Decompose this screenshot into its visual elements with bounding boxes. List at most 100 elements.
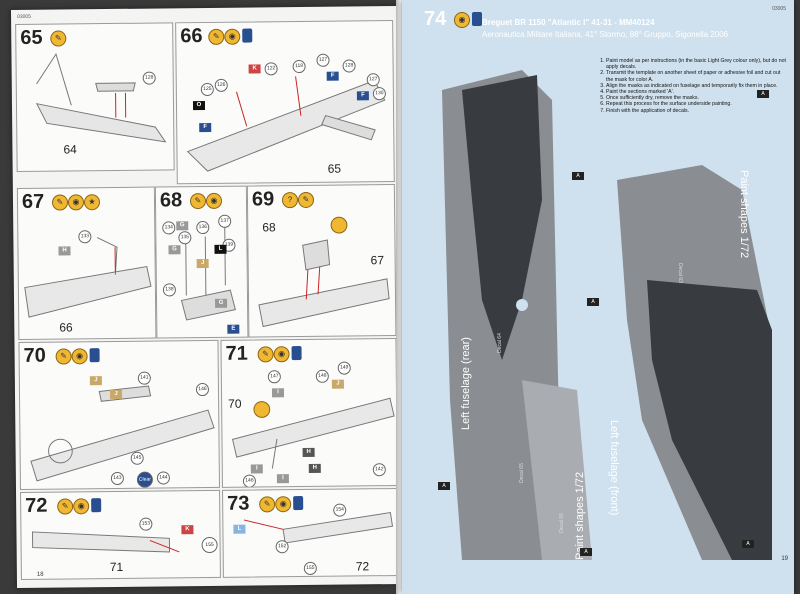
step-72: 72 ✎ ◉ 153 155 K 71 — [20, 489, 221, 580]
step-diagram — [186, 76, 386, 172]
paint-flag: G — [215, 298, 228, 308]
booklet-gutter — [396, 0, 406, 594]
sub-assembly-ref: 70 — [228, 396, 242, 411]
part-callout: 136 — [196, 220, 210, 235]
paint-flag: E — [227, 324, 240, 334]
page-code-left: 03005 — [17, 13, 31, 20]
paint-flag: H — [302, 447, 315, 458]
paint-flag: J — [331, 379, 344, 389]
instruction-list: Paint model as per instructions (in the … — [598, 58, 786, 114]
sub-assembly-ref: 71 — [109, 559, 124, 575]
sub-assembly-ref: 66 — [59, 320, 73, 335]
step-70: 70 ✎ ◉ 141 145 146 143 144 J J Clear — [18, 339, 220, 490]
color-a-marker: A — [587, 298, 599, 306]
page-number-right: 19 — [781, 556, 788, 562]
part-callout: 138 — [162, 283, 176, 297]
step-68: 68 ✎ ◉ 134 135 136 137 138 139 G G L J G… — [154, 185, 249, 339]
part-callout: 144 — [156, 471, 170, 485]
paint-flag: H — [308, 463, 321, 473]
step-diagram — [243, 511, 394, 544]
paint-flag: L — [214, 244, 227, 254]
page-code-right: 03005 — [772, 6, 786, 12]
part-callout: 130 — [372, 87, 386, 101]
decal-65-label: Decal 65 — [518, 463, 525, 483]
left-fuselage-front-label: Left fuselage (front) — [608, 420, 620, 516]
sub-assembly-ref: 64 — [63, 142, 77, 157]
part-callout: 118 — [292, 59, 306, 74]
instruction-item: Finish with the application of decals. — [606, 108, 786, 114]
color-a-marker: A — [580, 548, 592, 556]
part-callout: 126 — [214, 78, 228, 92]
step-diagram — [258, 216, 390, 328]
instruction-item: Once sufficiently dry, remove the masks. — [606, 95, 786, 101]
part-callout: 145 — [130, 451, 144, 465]
model-title: Breguet BR 1150 "Atlantic I" 41-31 - MM4… — [482, 18, 655, 27]
step-diagram — [35, 53, 167, 143]
paint-shapes-label-bottom: Paint shapes 1/72 — [574, 471, 586, 560]
paint-flag: J — [89, 376, 102, 386]
paint-flag: K — [248, 64, 261, 74]
step-diagram — [24, 237, 152, 318]
part-callout: 155 — [201, 536, 218, 554]
paint-flag: F — [199, 122, 212, 133]
clear-glue-icon: Clear — [136, 471, 153, 488]
paint-flag: F — [356, 91, 369, 101]
step-73: 73 ✎ ◉ 154 152 155 L 72 — [222, 488, 399, 578]
paint-flag: F — [326, 71, 339, 81]
paint-flag: J — [109, 389, 123, 400]
step-diagram — [32, 531, 180, 553]
decal-66-label: Decal 66 — [558, 513, 565, 533]
instruction-item: Repeat this process for the surface unde… — [606, 101, 786, 107]
step-diagram — [231, 397, 395, 469]
part-callout: 154 — [333, 503, 347, 517]
instruction-item: Paint the sections marked 'A'. — [606, 89, 786, 95]
paint-flag: I — [271, 388, 285, 398]
model-subtitle: Aeronautica Militare Italiana, 41° Storm… — [482, 30, 729, 39]
part-callout: 125 — [200, 82, 214, 97]
paint-flag: G — [176, 221, 189, 231]
part-callout: 148 — [315, 369, 329, 383]
part-callout: 137 — [218, 214, 232, 228]
decal-64-label: Decal 64 — [496, 333, 503, 353]
part-callout: 155 — [303, 561, 317, 576]
paint-flag: H — [58, 246, 71, 256]
sub-assembly-ref: 72 — [355, 559, 370, 574]
sub-assembly-ref: 68 — [262, 220, 276, 235]
part-callout: 147 — [267, 370, 281, 384]
paint-flag: I — [250, 464, 263, 474]
paint-icon: ◉ — [454, 12, 470, 28]
step-diagram — [30, 385, 215, 482]
paint-flag: L — [233, 524, 246, 534]
paint-shapes-label-top: Paint shapes 1/72 — [738, 170, 750, 259]
part-callout: 146 — [242, 474, 256, 488]
instruction-item: Paint model as per instructions (in the … — [606, 58, 786, 70]
page-number-left: 18 — [36, 571, 44, 578]
rear-fuselage-mask — [462, 75, 542, 360]
part-callout: 153 — [139, 517, 153, 531]
step-66: 66 ✎ ◉ 125 126 122 118 127 128 127 130 K… — [175, 20, 395, 185]
part-callout: 128 — [142, 71, 156, 85]
left-fuselage-rear-label: Left fuselage (rear) — [460, 337, 472, 430]
part-callout: 149 — [337, 361, 351, 375]
right-page: 03005 74 ◉ Breguet BR 1150 "Atlantic I" … — [402, 0, 794, 594]
part-callout: 133 — [78, 230, 92, 244]
part-callout: 127 — [316, 53, 330, 67]
paint-flag: O — [192, 101, 206, 111]
part-callout: 141 — [137, 371, 151, 385]
step-number-74: 74 — [424, 8, 447, 30]
left-page: 03005 65 ✎ 128 64 66 ✎ ◉ — [10, 5, 404, 589]
part-callout: 134 — [162, 221, 176, 235]
step-71: 71 ✎ ◉ 147 149 148 146 142 I J I I H H 7… — [220, 338, 398, 488]
paint-flag: K — [181, 525, 194, 535]
decal-63-label: Decal 63 — [676, 263, 683, 283]
paint-flag: J — [196, 258, 209, 269]
color-a-marker: A — [438, 482, 450, 490]
part-callout: 143 — [110, 471, 124, 486]
color-a-marker: A — [742, 540, 754, 548]
part-callout: 128 — [342, 59, 356, 73]
step-67: 67 ✎ ◉ ★ 133 H 66 — [16, 186, 157, 340]
instruction-item: Transmit the template on another sheet o… — [606, 70, 786, 82]
part-callout: 152 — [275, 540, 289, 554]
color-a-marker: A — [757, 90, 769, 98]
